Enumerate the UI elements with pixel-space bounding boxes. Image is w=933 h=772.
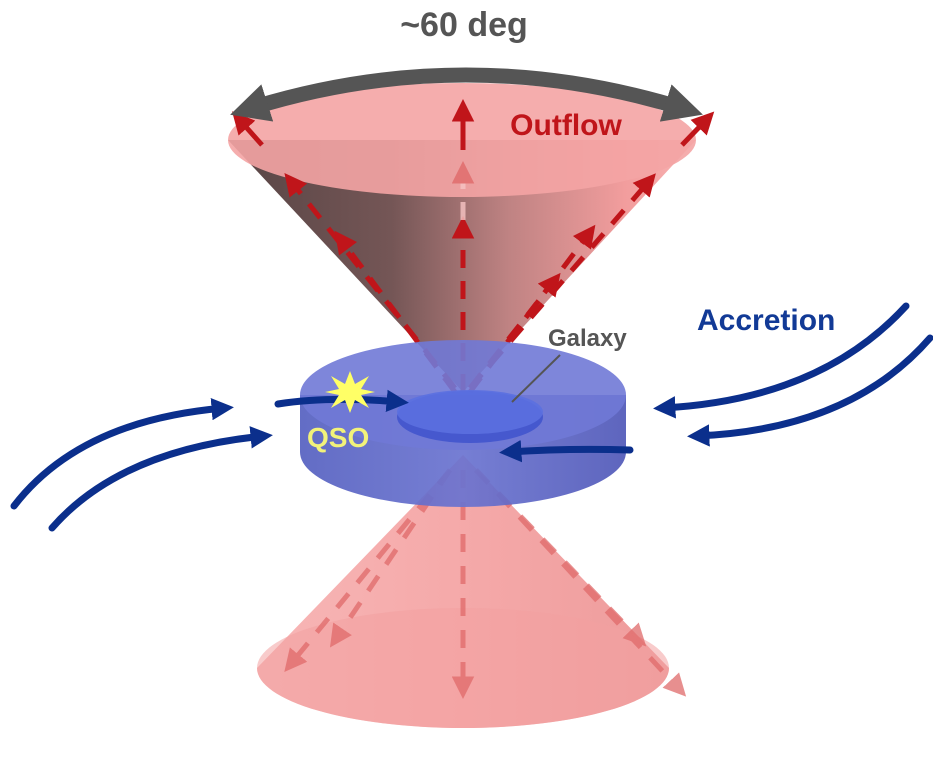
accretion-flows-inner xyxy=(274,389,634,463)
accretion-flows-left xyxy=(10,397,273,532)
opening-angle-label: ~60 deg xyxy=(400,6,528,44)
accretion-label: Accretion xyxy=(697,304,835,337)
opening-angle-arc xyxy=(230,67,703,122)
galaxy-pointer-line xyxy=(511,354,561,403)
star-burst-icon xyxy=(325,371,375,413)
galaxy-label: Galaxy xyxy=(548,325,627,352)
accretion-flows-right xyxy=(653,302,933,447)
lower-cone xyxy=(257,455,687,728)
galaxy-disk xyxy=(300,340,626,507)
qso-label: QSO xyxy=(307,422,369,453)
outflow-label: Outflow xyxy=(510,109,622,142)
